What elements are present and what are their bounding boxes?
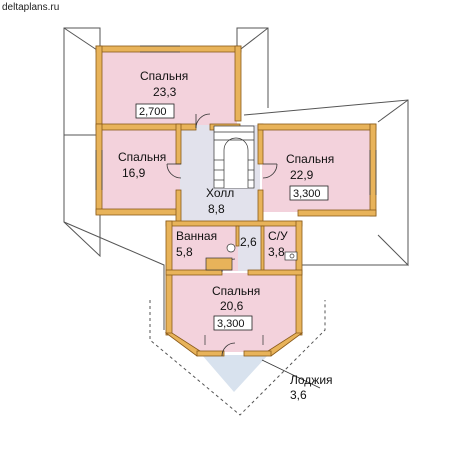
site-watermark: deltaplans.ru	[2, 2, 59, 13]
windows	[95, 45, 377, 345]
wc-area: 3,8	[268, 245, 285, 259]
bath-fixtures	[205, 243, 298, 271]
loggia-leader	[261, 359, 321, 389]
bedroom-left-name: Спальня	[118, 150, 166, 164]
loggia-area: 3,6	[290, 388, 307, 402]
room-floors	[100, 50, 372, 392]
bathroom-name: Ванная	[176, 229, 217, 243]
bedroom-bottom-floor	[170, 273, 298, 352]
bedroom-bottom-height-box	[213, 315, 253, 331]
bedroom-top-area: 23,3	[153, 85, 177, 99]
loggia-name: Лоджия	[290, 373, 333, 387]
bedroom-top-name: Спальня	[140, 69, 188, 83]
hall-area: 8,8	[208, 202, 225, 216]
bedroom-top-height: 2,700	[139, 106, 167, 118]
bedroom-left-area: 16,9	[122, 166, 146, 180]
staircase	[213, 125, 255, 189]
loggia-floor	[202, 355, 268, 392]
bedroom-right-area: 22,9	[290, 168, 314, 182]
bedroom-right-height-box	[289, 185, 329, 201]
bedroom-right-name: Спальня	[286, 152, 334, 166]
room-labels: Спальня 23,3 2,700 Спальня 16,9 Холл 8,8…	[118, 69, 334, 402]
hall-name: Холл	[206, 186, 234, 200]
bedroom-right-height: 3,300	[293, 188, 321, 200]
bedroom-bottom-name: Спальня	[212, 284, 260, 298]
walls	[95, 45, 377, 357]
wc-name: С/У	[268, 229, 288, 243]
bedroom-left-floor	[100, 130, 180, 210]
bedroom-top-height-box	[135, 103, 175, 119]
door-swings	[166, 113, 278, 357]
bedroom-bottom-height: 3,300	[217, 318, 245, 330]
bedroom-bottom-area: 20,6	[220, 299, 244, 313]
wc-floor	[263, 225, 299, 271]
corridor-floor	[238, 225, 263, 271]
bathroom-area: 5,8	[176, 245, 193, 259]
corridor-area: 2,6	[240, 235, 257, 249]
